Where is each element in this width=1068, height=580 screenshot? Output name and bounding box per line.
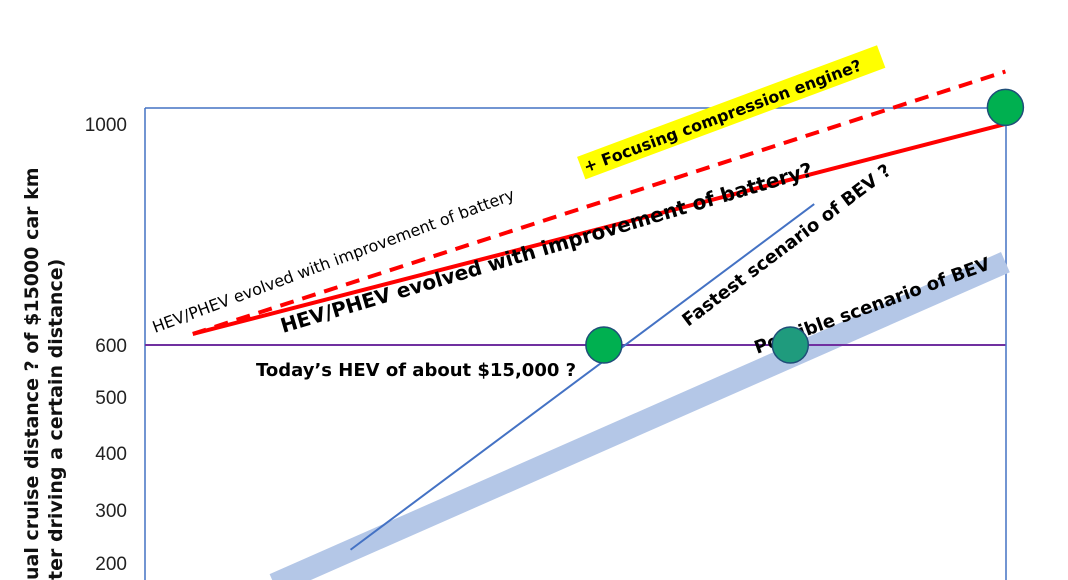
y-tick-label: 600 xyxy=(95,336,127,357)
y-axis-title: ual cruise distance ? of $15000 car km t… xyxy=(21,167,67,580)
marker-point xyxy=(986,88,1025,127)
y-axis-label-line2: ter driving a certain distance) xyxy=(45,259,67,580)
highlight-box xyxy=(577,45,886,180)
today-series-label: Today’s HEV of about $15,000 ? xyxy=(256,360,576,381)
y-tick-label: 500 xyxy=(95,388,127,409)
y-tick-label: 300 xyxy=(95,501,127,522)
y-tick-label: 1000 xyxy=(85,115,127,136)
series-line-solid xyxy=(349,203,815,551)
series-line-dashed xyxy=(192,69,1007,336)
marker-point xyxy=(771,326,810,364)
series-line-solid xyxy=(192,122,1006,336)
y-tick-label: 200 xyxy=(95,554,127,575)
y-tick-labels: 1000 600 500 400 300 200 xyxy=(85,115,127,575)
dashed-label-part-b: + Focusing compression engine? xyxy=(581,56,864,177)
y-axis-label-line1: ual cruise distance ? of $15000 car km xyxy=(21,167,43,580)
y-tick-label: 400 xyxy=(95,444,127,465)
series-layer xyxy=(145,69,1010,580)
marker-layer xyxy=(585,88,1025,364)
marker-point xyxy=(585,326,623,364)
series-line-band xyxy=(269,252,1010,580)
